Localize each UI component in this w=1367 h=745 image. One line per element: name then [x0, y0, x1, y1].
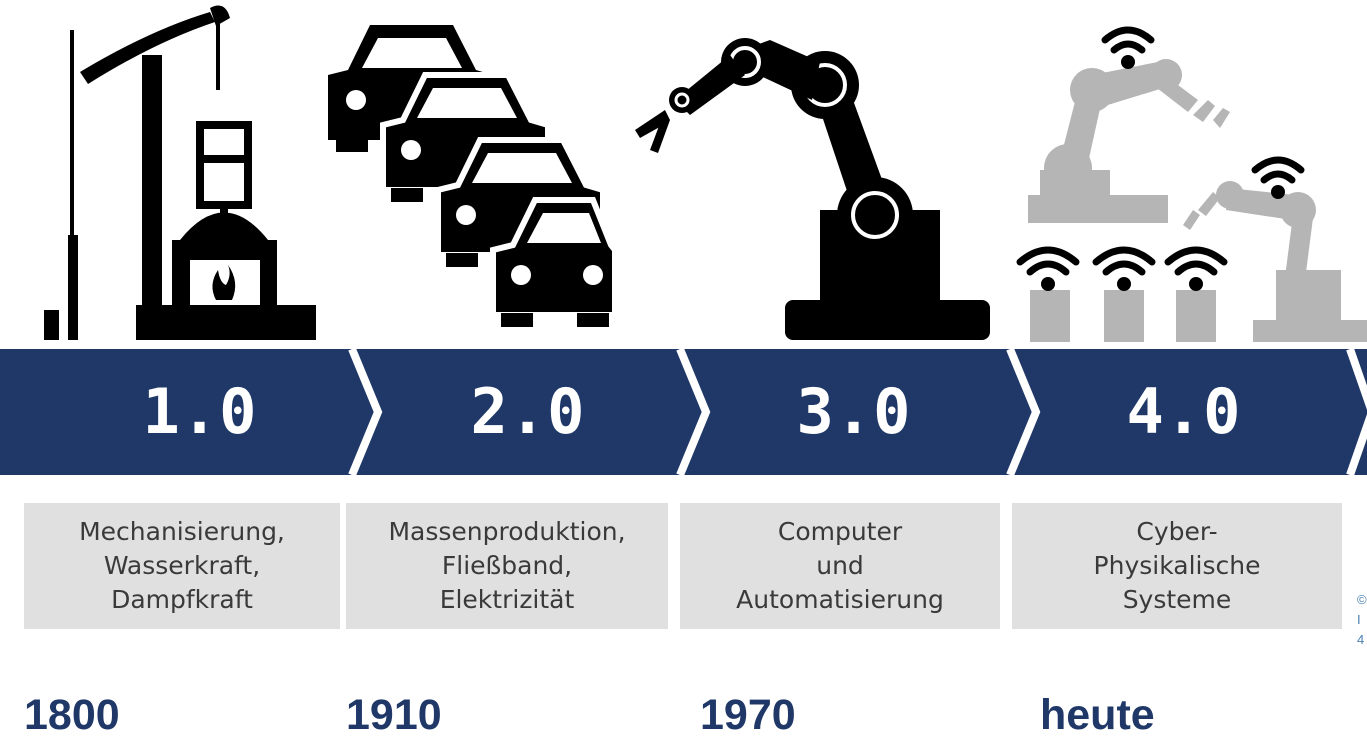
- chevron-separator-3: [1006, 349, 1041, 475]
- stage-description-1: Mechanisierung, Wasserkraft, Dampfkraft: [79, 517, 285, 614]
- stage-year-3: 1970: [700, 691, 796, 739]
- stage-year-4: heute: [1040, 691, 1155, 739]
- timeline-banner: [0, 349, 1367, 475]
- chevron-separator-1: [348, 349, 383, 475]
- stage-year-2: 1910: [346, 691, 442, 739]
- robot-arm-icon: [620, 0, 1000, 345]
- stage-year-1: 1800: [24, 691, 120, 739]
- steam-engine-icon: [40, 0, 325, 345]
- assembly-line-cars-icon: [328, 0, 618, 345]
- stage-number-4: 4.0: [1126, 375, 1242, 448]
- chevron-separator-4: [1346, 349, 1367, 475]
- stage-description-box-2: Massenproduktion, Fließband, Elektrizitä…: [346, 503, 668, 629]
- stage-description-3: Computer und Automatisierung: [736, 517, 944, 614]
- stage-description-4: Cyber- Physikalische Systeme: [1093, 517, 1261, 614]
- stage-number-1: 1.0: [142, 375, 258, 448]
- copyright-note: © I 4: [1357, 592, 1367, 647]
- stage-description-box-1: Mechanisierung, Wasserkraft, Dampfkraft: [24, 503, 340, 629]
- stage-number-3: 3.0: [796, 375, 912, 448]
- stage-description-box-4: Cyber- Physikalische Systeme: [1012, 503, 1342, 629]
- chevron-separator-2: [676, 349, 711, 475]
- stage-description-2: Massenproduktion, Fließband, Elektrizitä…: [388, 517, 626, 614]
- stage-description-box-3: Computer und Automatisierung: [680, 503, 1000, 629]
- connected-robots-icon: [1008, 0, 1367, 345]
- stage-number-2: 2.0: [470, 375, 586, 448]
